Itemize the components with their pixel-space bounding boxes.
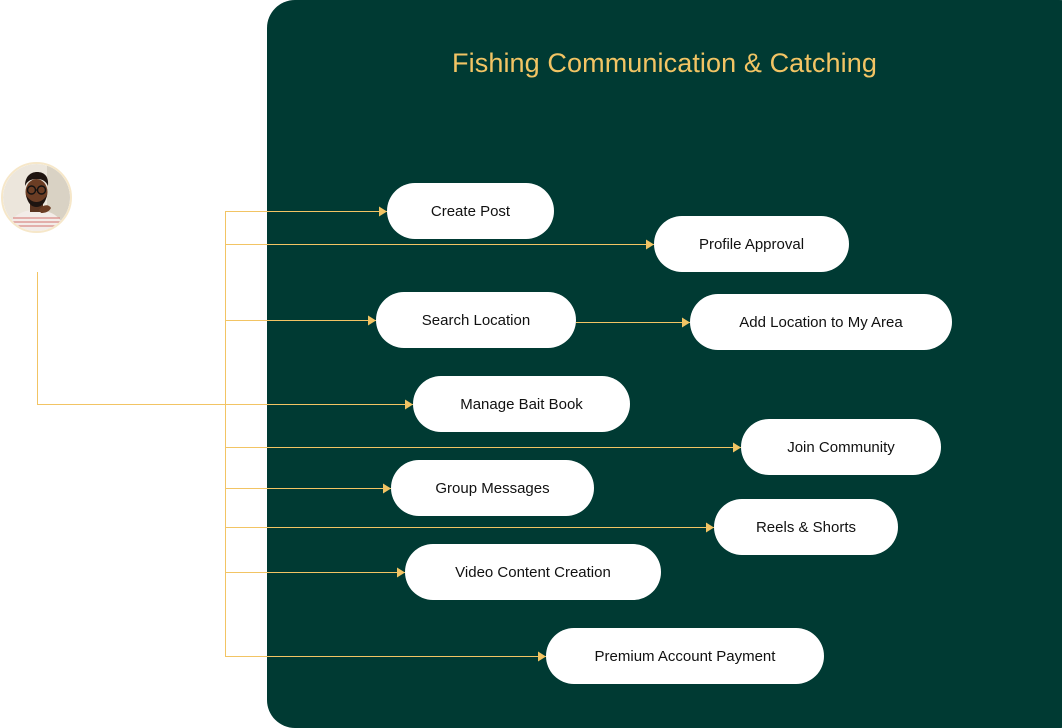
node-video-content-creation[interactable]: Video Content Creation (405, 544, 661, 600)
node-group-messages[interactable]: Group Messages (391, 460, 594, 516)
node-reels-shorts[interactable]: Reels & Shorts (714, 499, 898, 555)
node-add-location-to-my-area[interactable]: Add Location to My Area (690, 294, 952, 350)
node-create-post[interactable]: Create Post (387, 183, 554, 239)
node-manage-bait-book[interactable]: Manage Bait Book (413, 376, 630, 432)
node-search-location[interactable]: Search Location (376, 292, 576, 348)
node-label: Join Community (787, 438, 895, 456)
diagram-panel (267, 0, 1062, 728)
node-label: Create Post (430, 202, 511, 220)
node-label: Video Content Creation (455, 563, 611, 581)
user-avatar-icon (1, 162, 72, 233)
node-label: Profile Approval (698, 235, 805, 253)
node-premium-account-payment[interactable]: Premium Account Payment (546, 628, 824, 684)
diagram-title: Fishing Communication & Catching (452, 48, 877, 78)
node-label: Manage Bait Book (460, 395, 583, 413)
node-label: Group Messages (435, 479, 550, 497)
node-join-community[interactable]: Join Community (741, 419, 941, 475)
node-label: Reels & Shorts (755, 518, 857, 536)
node-label: Search Location (421, 311, 531, 329)
node-label: Add Location to My Area (739, 313, 903, 331)
node-label: Premium Account Payment (594, 647, 776, 665)
node-profile-approval[interactable]: Profile Approval (654, 216, 849, 272)
